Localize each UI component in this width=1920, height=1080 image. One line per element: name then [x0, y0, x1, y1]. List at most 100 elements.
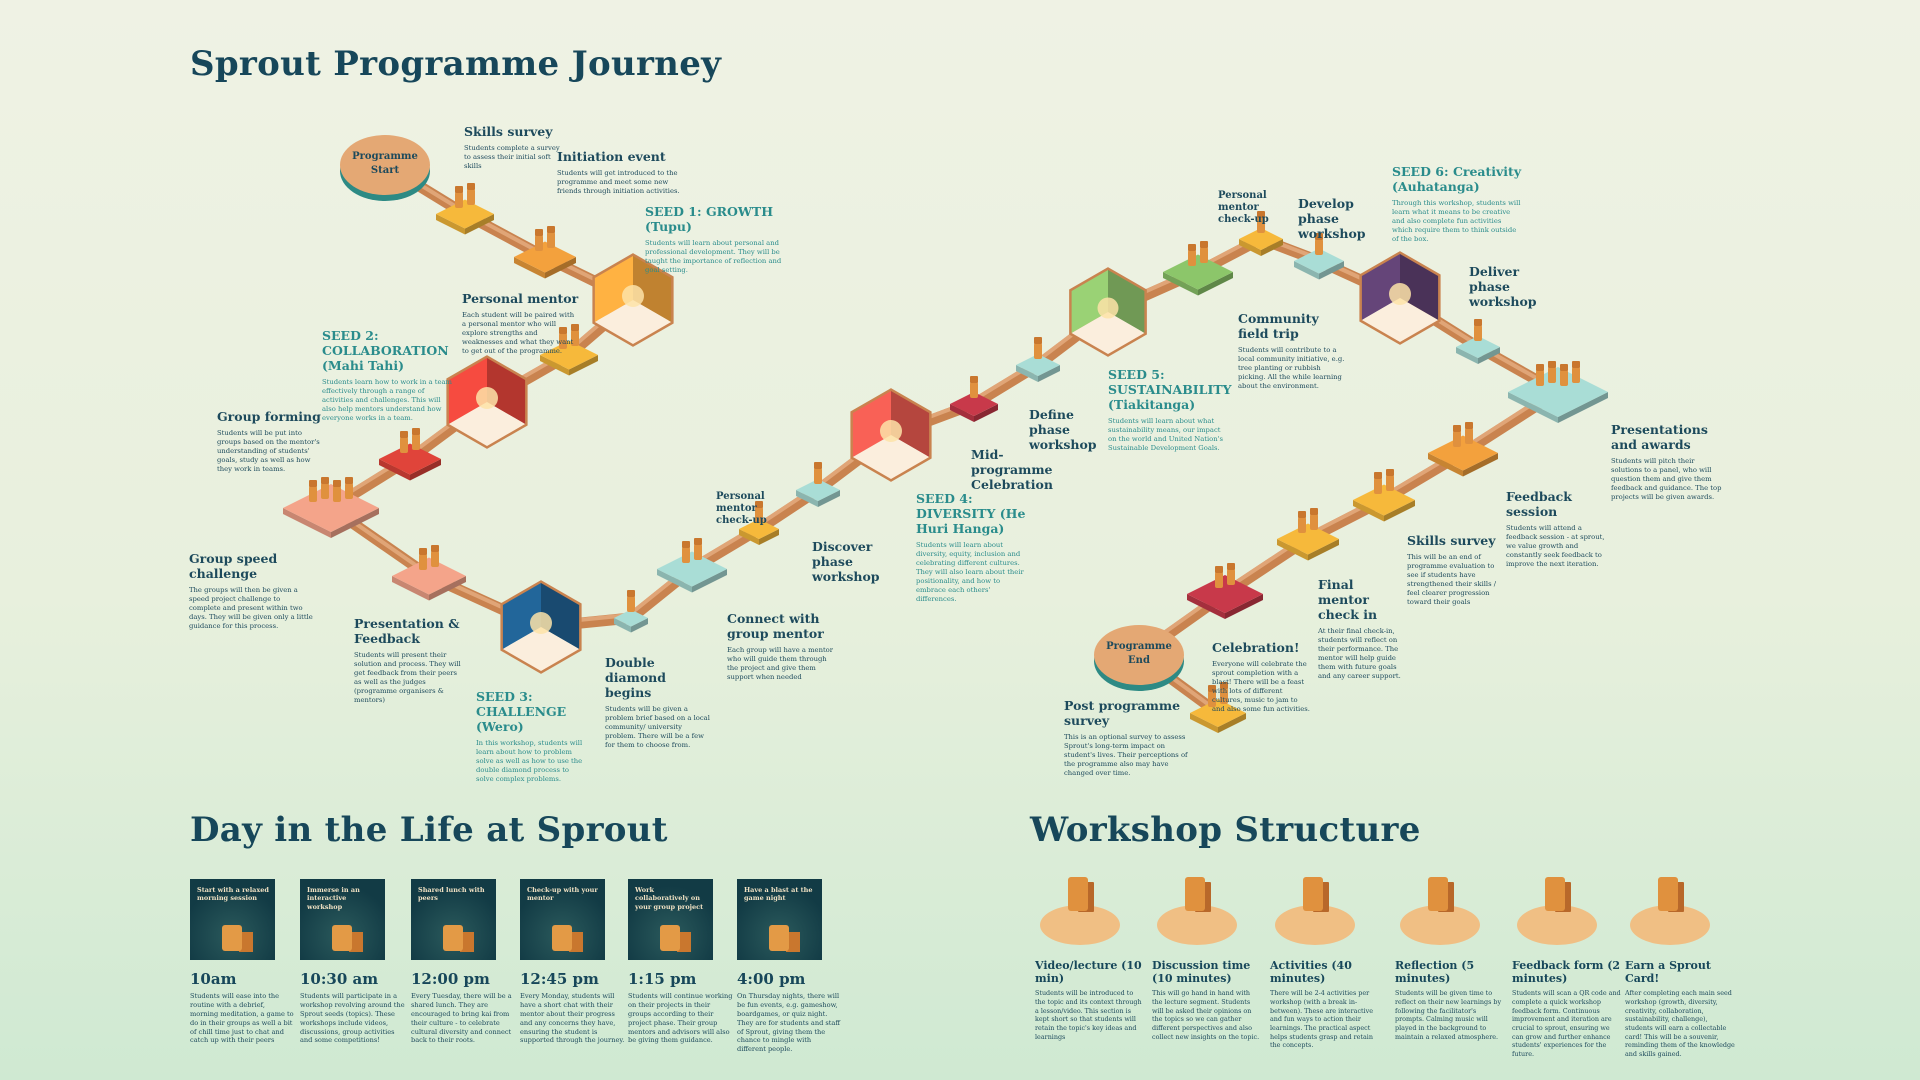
person-head-icon: [1474, 319, 1482, 326]
journey-node-programme-start[interactable]: [340, 135, 430, 201]
journey-node-initiation-event[interactable]: [514, 226, 576, 279]
journey-node-develop-phase-workshop[interactable]: [1294, 233, 1344, 280]
workshop-structure-title: Workshop Structure: [1030, 810, 1421, 850]
journey-node-presentations-and-awards[interactable]: [1508, 361, 1608, 423]
journey-node-double-diamond-begins[interactable]: [614, 590, 648, 633]
journey-label-seed-6-creativity-auhatanga: SEED 6: Creativity (Auhatanga)Through th…: [1392, 164, 1522, 244]
person-head-icon: [309, 480, 317, 487]
tile-top: [739, 519, 779, 539]
journey-label-desc: In this workshop, students will learn ab…: [476, 739, 583, 783]
person-head-icon: [627, 590, 635, 597]
person-head-icon: [1386, 469, 1394, 476]
journey-node-mid-programme-celebration[interactable]: [950, 376, 998, 422]
workshop-step-title: Activities (40 minutes): [1270, 959, 1352, 986]
journey-node-seed-3-challenge-wero[interactable]: [500, 580, 582, 674]
workshop-step-title: Earn a Sprout Card!: [1625, 959, 1711, 986]
journey-label-seed-2-collaboration-mahi-tahi: SEED 2: COLLABORATION (Mahi Tahi)Student…: [322, 328, 452, 423]
journey-node-programme-end[interactable]: [1094, 625, 1184, 691]
journey-node-group-speed-challenge[interactable]: [283, 477, 379, 538]
tile-side-right: [1218, 713, 1246, 733]
tile-top: [1428, 435, 1498, 471]
journey-node-seed-6-creativity-auhatanga[interactable]: [1359, 251, 1441, 345]
journey-label-title: SEED 4: DIVERSITY (He Huri Hanga): [916, 491, 1026, 536]
journey-label-desc: Each group will have a mentor who will g…: [727, 646, 834, 681]
tile-side-right: [1384, 500, 1415, 522]
tile-side-right: [1038, 365, 1060, 382]
journey-label-desc: Through this workshop, students will lea…: [1392, 199, 1521, 243]
seed-room-glow-icon: [880, 420, 902, 442]
person-head-icon: [535, 229, 543, 236]
tile-side-left: [1239, 239, 1261, 256]
person-icon: [1188, 250, 1196, 266]
journey-node-presentation-feedback[interactable]: [392, 545, 466, 601]
seed-room-glow-icon: [476, 387, 498, 409]
journey-label-title: Group speed challenge: [189, 551, 278, 581]
journey-node-seed-5-sustainability-tiakitanga[interactable]: [1069, 267, 1147, 357]
journey-node-celebration[interactable]: [1187, 563, 1263, 619]
person-icon: [1453, 431, 1461, 447]
journey-node-define-phase-workshop[interactable]: [1016, 337, 1060, 382]
journey-node-seed-2-collaboration-mahi-tahi[interactable]: [446, 355, 528, 449]
journey-node-personal-mentor-check-up[interactable]: [1239, 211, 1283, 256]
journey-label-title: SEED 1: GROWTH (Tupu): [645, 204, 774, 234]
person-icon: [755, 507, 763, 523]
journey-label-title: Define phase workshop: [1029, 407, 1097, 452]
tile-top: [1016, 354, 1060, 376]
person-head-icon: [1536, 364, 1544, 371]
seed-room-right-wall: [1108, 270, 1145, 333]
person-icon: [1536, 370, 1544, 386]
journey-label-title: Discover phase workshop: [812, 539, 880, 584]
journey-node-personal-mentor[interactable]: [540, 324, 598, 376]
tile-top: [1190, 699, 1246, 727]
person-head-icon: [1215, 566, 1223, 573]
journey-node-skills-survey[interactable]: [436, 183, 494, 235]
journey-label-desc: Students learn how to work in a team eff…: [322, 378, 452, 422]
person-icon: [1034, 343, 1042, 359]
journey-node-personal-mentor-check-up[interactable]: [739, 501, 779, 545]
journey-node-connect-with-group-mentor[interactable]: [657, 538, 727, 593]
journey-node-deliver-phase-workshop[interactable]: [1456, 319, 1500, 364]
journey-label-title: Personal mentor check-up: [716, 491, 767, 526]
journey-node-group-forming[interactable]: [379, 428, 441, 481]
tile-side-left: [1456, 347, 1478, 364]
person-icon: [1548, 367, 1556, 383]
journey-node-seed-1-growth-tupu[interactable]: [592, 253, 674, 347]
journey-node-post-programme-survey[interactable]: [1190, 682, 1246, 733]
journey-label-desc: Each student will be paired with a perso…: [462, 311, 575, 355]
tile-top: [1277, 523, 1339, 555]
tile-side-left: [1187, 594, 1225, 619]
journey-label-desc: Students will pitch their solutions to a…: [1611, 457, 1722, 501]
journey-label-title: Mid-programme Celebration: [971, 447, 1053, 492]
journey-label-desc: Students will get introduced to the prog…: [557, 169, 680, 195]
person-head-icon: [547, 226, 555, 233]
journey-label-personal-mentor-check-up: Personal mentor check-up: [716, 491, 796, 527]
tile-side-right: [1478, 347, 1500, 364]
person-head-icon: [1257, 211, 1265, 218]
seed-room-floor: [594, 300, 672, 344]
tile-side-left: [1294, 261, 1319, 280]
tile-top: [1187, 575, 1263, 613]
person-head-icon: [1453, 425, 1461, 432]
journey-label-title: SEED 3: CHALLENGE (Wero): [476, 689, 567, 734]
journey-label-title: SEED 5: SUSTAINABILITY (Tiakitanga): [1108, 367, 1232, 412]
journey-node-seed-4-diversity-he-huri-hanga[interactable]: [850, 388, 932, 482]
day-illustration: Check-up with your mentor: [520, 879, 605, 960]
video-icon: [1040, 877, 1120, 945]
person-icon: [455, 192, 463, 208]
journey-node-discover-phase-workshop[interactable]: [796, 462, 840, 507]
person-icon: [467, 189, 475, 205]
journey-label-desc: Everyone will celebrate the sprout compl…: [1212, 660, 1310, 713]
tile-side-left: [436, 214, 465, 235]
journey-node-community-field-trip[interactable]: [1163, 241, 1233, 296]
journey-node-skills-survey[interactable]: [1353, 469, 1415, 522]
node-label-programme-start: Programme Start: [352, 151, 418, 176]
tile-top: [379, 443, 441, 475]
person-icon: [345, 483, 353, 499]
journey-label-desc: Students will present their solution and…: [354, 651, 461, 704]
person-head-icon: [1208, 685, 1216, 692]
journey-node-final-mentor-check-in[interactable]: [1277, 508, 1339, 561]
journey-node-feedback-session[interactable]: [1428, 422, 1498, 477]
person-head-icon: [400, 431, 408, 438]
